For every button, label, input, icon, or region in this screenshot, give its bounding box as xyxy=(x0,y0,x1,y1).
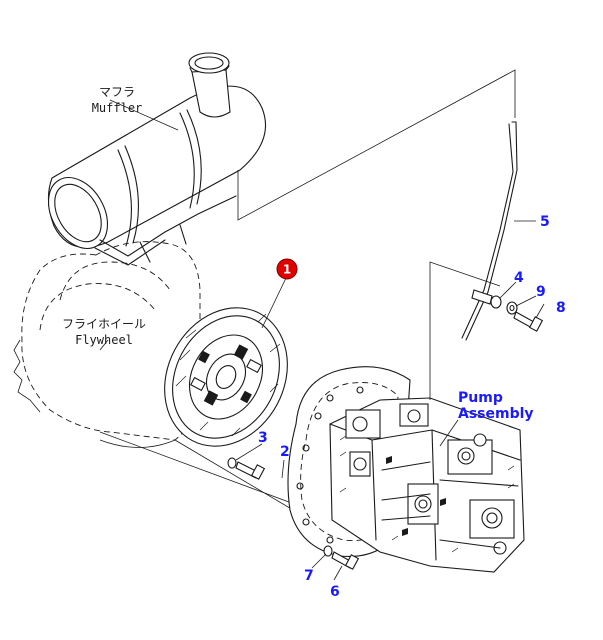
leader-lines xyxy=(99,99,545,581)
callout-9[interactable]: 9 xyxy=(536,284,546,300)
muffler-outline-line xyxy=(237,69,516,221)
callout-3[interactable]: 3 xyxy=(258,430,268,446)
pump-label-line1: Pump xyxy=(458,390,503,406)
muffler-label-jp: マフラ xyxy=(99,85,135,99)
callout-5[interactable]: 5 xyxy=(540,214,550,230)
callout-1-badge[interactable]: 1 xyxy=(276,258,298,280)
pump-label-line2: Assembly xyxy=(458,406,534,422)
flywheel-housing-drawing xyxy=(13,241,311,521)
rod-part-5-drawing xyxy=(461,121,518,341)
damper-disc-drawing xyxy=(164,307,288,447)
callout-6[interactable]: 6 xyxy=(330,584,340,600)
flywheel-label-en: Flywheel xyxy=(75,333,133,347)
pump-outline-line xyxy=(429,261,501,400)
muffler-drawing xyxy=(47,52,266,266)
fasteners-drawing xyxy=(227,295,544,570)
callout-4[interactable]: 4 xyxy=(514,270,524,286)
callout-2[interactable]: 2 xyxy=(280,444,290,460)
callout-7[interactable]: 7 xyxy=(304,568,314,584)
callout-8[interactable]: 8 xyxy=(556,300,566,316)
callout-1-label: 1 xyxy=(283,263,291,277)
muffler-label-en: Muffler xyxy=(92,101,143,115)
pump-assembly-drawing xyxy=(329,397,525,573)
flywheel-label-jp: フライホイール xyxy=(62,317,146,331)
